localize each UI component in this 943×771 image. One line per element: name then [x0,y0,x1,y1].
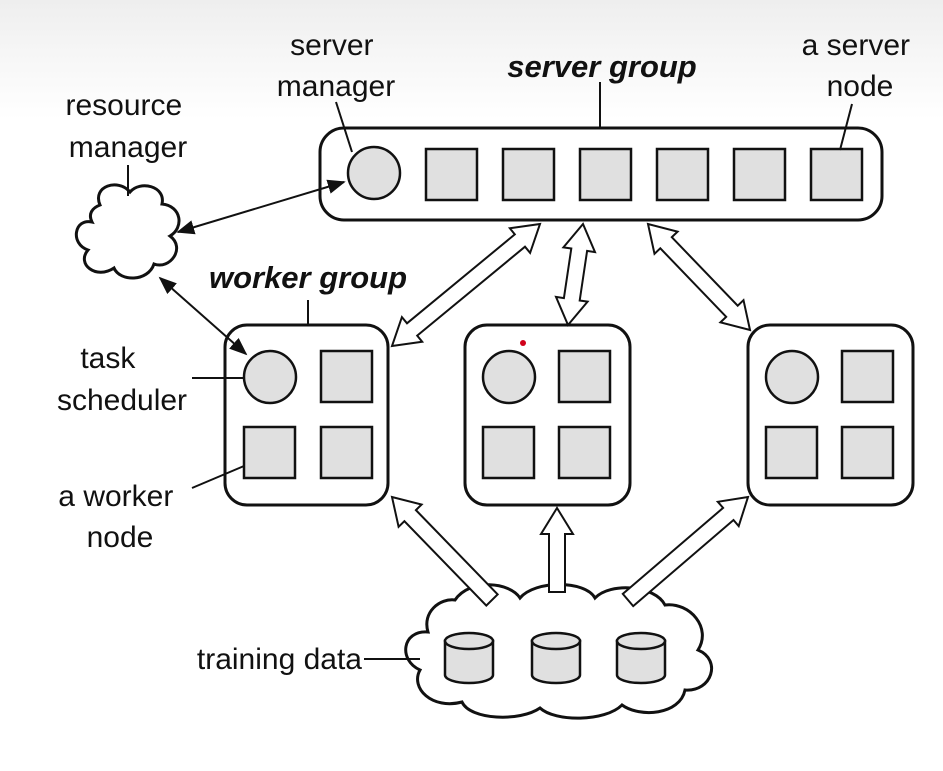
server-node-label: a server node [802,29,919,103]
task-scheduler-node [242,349,298,405]
resource-manager-label: resource manager [65,89,190,164]
server-node-leader [839,103,853,151]
worker-node [319,349,374,404]
server-node [501,147,556,202]
worker-node [764,425,819,480]
worker-node [319,425,374,480]
server-worker-3-arrow [646,222,752,332]
data-flow-arrows [390,222,752,608]
resource-to-server-manager-arrow [176,179,346,235]
worker-node [242,425,297,480]
server-manager-label: server manager [277,29,395,103]
task-scheduler-label: task scheduler [57,342,187,417]
data-to-worker-1-arrow [390,495,500,608]
worker-node [840,425,895,480]
worker-group-3 [746,323,915,507]
training-data-label: training data [197,643,362,676]
training-data-shard [615,631,667,685]
worker-group-title: worker group [209,260,407,295]
training-data-shard [443,631,495,685]
server-manager-leader [335,101,353,153]
marker-dot [520,340,526,346]
server-group-title: server group [507,49,697,84]
server-worker-1-arrow [390,222,542,348]
server-nodes [424,147,864,202]
resource-manager-cloud [75,183,181,280]
worker-group-2 [463,323,632,507]
training-data-shard [530,631,582,685]
worker-node-leader [191,465,245,489]
server-node [655,147,710,202]
server-node [424,147,479,202]
server-node [578,147,633,202]
worker-node [481,425,536,480]
task-scheduler-node [481,349,537,405]
server-node [809,147,864,202]
resource-to-task-scheduler-arrow [158,276,248,356]
server-manager-node [346,145,402,201]
worker-node-label: a worker node [58,480,181,554]
data-to-worker-2-arrow [539,506,575,593]
data-to-worker-3-arrow [621,495,750,608]
worker-node [840,349,895,404]
server-worker-2-arrow [554,222,597,327]
task-scheduler-node [764,349,820,405]
worker-node [557,425,612,480]
server-group [318,126,884,222]
worker-group-1 [223,323,390,507]
server-node [732,147,787,202]
worker-node [557,349,612,404]
